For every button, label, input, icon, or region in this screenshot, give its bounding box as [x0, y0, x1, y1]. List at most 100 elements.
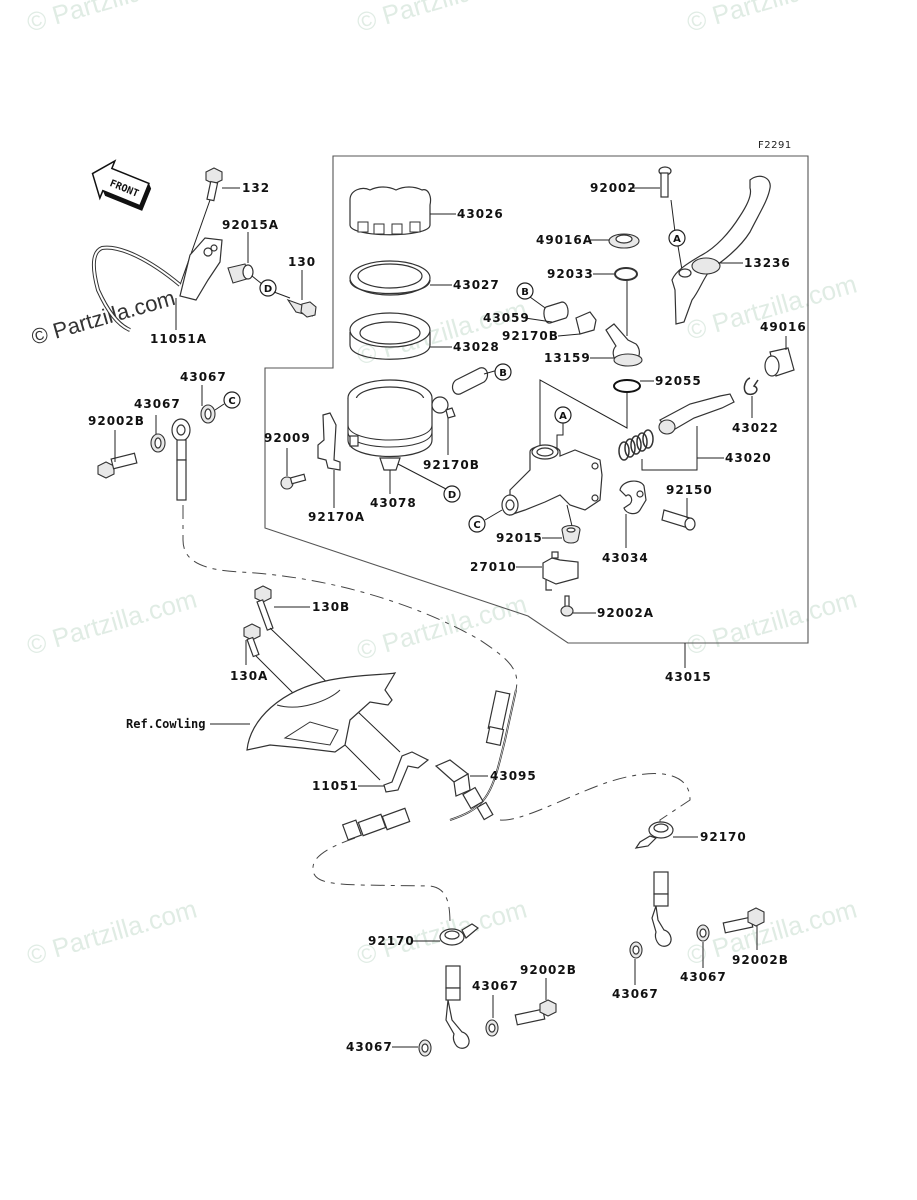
svg-text:A: A: [673, 234, 681, 245]
callout-d: D: [443, 485, 461, 503]
switch-group: 27010 92002A: [470, 551, 654, 620]
figure-code: F2291: [758, 140, 792, 151]
leader: [566, 504, 573, 527]
label-43034: 43034: [602, 551, 649, 565]
label-92150: 92150: [666, 483, 713, 497]
watermark: © Partzilla.com: [353, 0, 530, 38]
label-43027: 43027: [453, 278, 500, 292]
bracket-group: 132 92015A D 130 11051A: [91, 167, 317, 346]
svg-text:C: C: [473, 520, 480, 531]
label-130A: 130A: [230, 669, 268, 683]
label-43067-bottom-left: 43067: [346, 1040, 393, 1054]
watermarks: © Partzilla.com © Partzilla.com © Partzi…: [23, 0, 860, 971]
label-43059: 43059: [483, 311, 530, 325]
front-arrow-icon: FRONT: [91, 159, 152, 211]
leader: [273, 291, 291, 299]
svg-text:A: A: [559, 411, 567, 422]
callout-c: C: [223, 391, 241, 409]
callout-b: B: [494, 363, 512, 381]
label-43067-bottom-mid: 43067: [472, 979, 519, 993]
label-43067-left-upper: 43067: [180, 370, 227, 384]
label-92170B-upper: 92170B: [502, 329, 559, 343]
label-43067-bottom-right-left: 43067: [612, 987, 659, 1001]
svg-text:D: D: [448, 490, 456, 501]
assembly-frame: [264, 155, 809, 644]
label-92002B-left: 92002B: [88, 414, 145, 428]
label-92009: 92009: [264, 431, 311, 445]
leader: [397, 463, 447, 490]
hose-joint: 43095: [341, 759, 536, 841]
leader: [641, 426, 698, 471]
hose-clamp-group: B 92170B B 43059 92170B: [423, 282, 597, 472]
label-92170B-lower: 92170B: [423, 458, 480, 472]
label-13159: 13159: [544, 351, 591, 365]
label-43067-left-lower: 43067: [134, 397, 181, 411]
label-11051A: 11051A: [150, 332, 207, 346]
watermark: © Partzilla.com: [23, 584, 200, 661]
label-43026: 43026: [457, 207, 504, 221]
hose-fitting-upper: [485, 690, 511, 746]
svg-text:B: B: [521, 287, 529, 298]
label-130B: 130B: [312, 600, 350, 614]
label-92015A: 92015A: [222, 218, 279, 232]
bottom-right-banjo: 92170 43067 43067 92002B: [612, 821, 789, 1001]
callout-d: D: [259, 279, 277, 297]
bolt-132: [205, 167, 223, 202]
label-130: 130: [288, 255, 316, 269]
label-11051: 11051: [312, 779, 359, 793]
fitting-group: 49016A 92033 13159 92055: [536, 233, 702, 455]
label-43015: 43015: [665, 670, 712, 684]
callout-b: B: [516, 282, 534, 300]
leader: [557, 333, 581, 337]
label-43022: 43022: [732, 421, 779, 435]
master-cylinder-body: A C 92015: [468, 406, 603, 545]
label-92002A: 92002A: [597, 606, 654, 620]
leader: [484, 509, 503, 521]
label-92002: 92002: [590, 181, 637, 195]
label-ref-cowling: Ref.Cowling: [126, 717, 205, 731]
stay-group: 92009 92170A: [264, 412, 365, 524]
spring: [618, 429, 654, 461]
label-43067-bottom-right-mid: 43067: [680, 970, 727, 984]
label-132: 132: [242, 181, 270, 195]
callout-a: A: [668, 229, 686, 247]
leader: [179, 199, 211, 286]
label-92055: 92055: [655, 374, 702, 388]
leader: [214, 403, 225, 411]
label-49016: 49016: [760, 320, 807, 334]
callout-c: C: [468, 515, 486, 533]
label-92170-right: 92170: [700, 830, 747, 844]
leader: [677, 245, 683, 271]
left-banjo-group: 92002B 43067 43067 C: [88, 370, 241, 501]
label-13236: 13236: [744, 256, 791, 270]
label-43028: 43028: [453, 340, 500, 354]
watermark: © Partzilla.com: [683, 0, 860, 38]
label-27010: 27010: [470, 560, 517, 574]
watermark: © Partzilla.com: [683, 584, 860, 661]
callout-a: A: [554, 406, 572, 424]
label-92002B-bottom-right: 92002B: [732, 953, 789, 967]
label-92015: 92015: [496, 531, 543, 545]
holder-group: 43034 92150: [602, 480, 713, 565]
piston-group: 49016 43022 43020: [618, 320, 807, 471]
watermark: © Partzilla.com: [353, 589, 530, 666]
label-92170-left: 92170: [368, 934, 415, 948]
label-43020: 43020: [725, 451, 772, 465]
svg-text:B: B: [499, 368, 507, 379]
label-92033: 92033: [547, 267, 594, 281]
label-92170A: 92170A: [308, 510, 365, 524]
brake-hose-right: [499, 773, 691, 835]
label-92002B-bottom-left: 92002B: [520, 963, 577, 977]
watermark: © Partzilla.com: [23, 0, 200, 38]
cowling-group: 130B 130A Ref.Cowling 11051: [126, 585, 430, 793]
watermark: © Partzilla.com: [683, 269, 860, 346]
watermark: © Partzilla.com: [23, 894, 200, 971]
label-43078: 43078: [370, 496, 417, 510]
label-49016A: 49016A: [536, 233, 593, 247]
leader: [556, 423, 564, 452]
brake-hose-upper: [182, 505, 518, 691]
reservoir-group: 43026 43027 43028 43078 D: [347, 186, 504, 510]
lever-group: 92002 A 13236: [590, 166, 791, 325]
brake-hose-left: [312, 837, 451, 926]
leader: [524, 317, 553, 323]
